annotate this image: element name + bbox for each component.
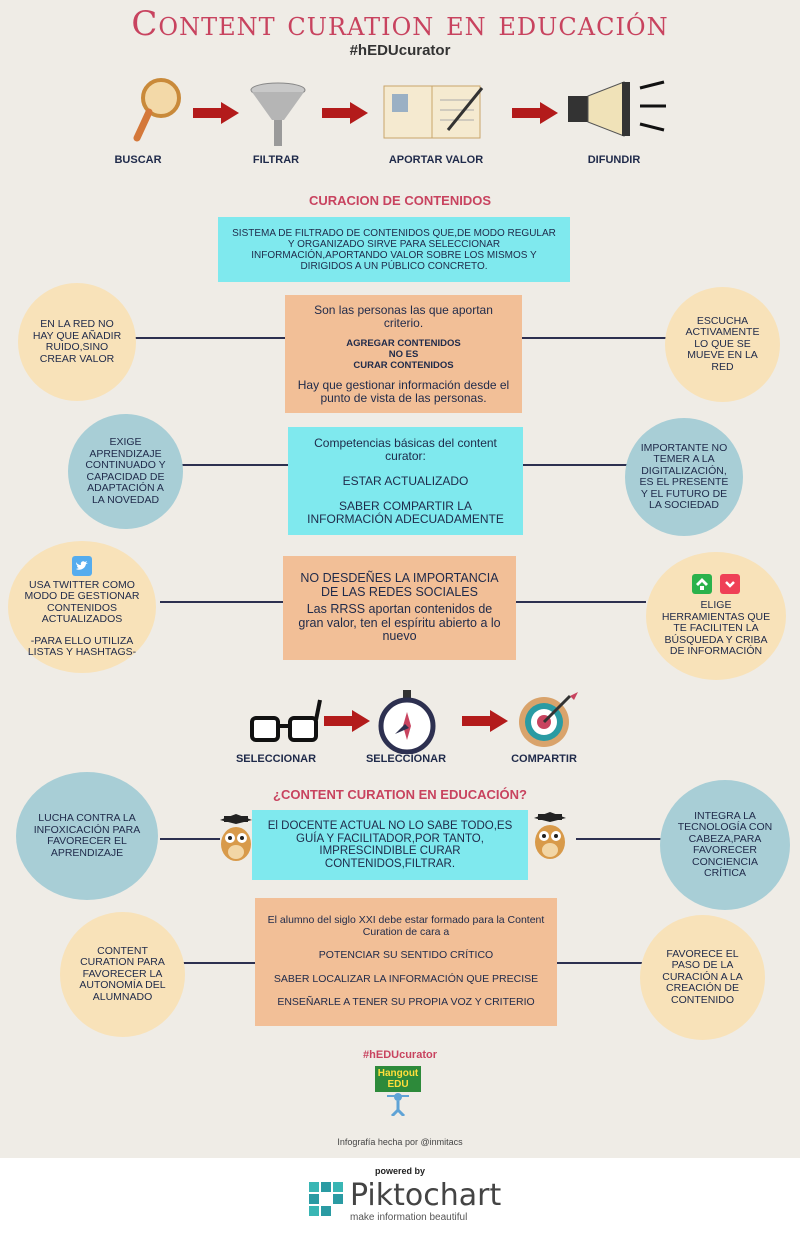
redes-heading: NO DESDEÑES LA IMPORTANCIA DE LAS REDES … <box>300 571 499 599</box>
circle-tecno-text: INTEGRA LA TECNOLOGÍA CON CABEZA,PARA FA… <box>677 809 773 879</box>
circle-infox-text: LUCHA CONTRA LA INFOXICACIÓN PARA FAVORE… <box>33 812 141 859</box>
alumno-item1: POTENCIAR SU SENTIDO CRÍTICO <box>318 949 494 962</box>
alumno-box: El alumno del siglo XXI debe estar forma… <box>255 898 557 1026</box>
piktochart-logo-icon <box>309 1182 343 1216</box>
step2-seleccionar: SELECCIONAR <box>235 753 317 765</box>
alumno-item3: ENSEÑARLE A TENER SU PROPIA VOZ Y CRITER… <box>277 996 535 1009</box>
step2-compartir: COMPARTIR <box>511 753 577 765</box>
personas-bold: AGREGAR CONTENIDOS NO ES CURAR CONTENIDO… <box>346 337 461 371</box>
megaphone-icon <box>568 80 666 137</box>
personas-line1: Son las personas las que aportan criteri… <box>314 302 493 330</box>
connector-line <box>180 464 295 466</box>
circle-twitter-text2: -PARA ELLO UTILIZA LISTAS Y HASHTAGS- <box>27 634 137 658</box>
circle-paso: FAVORECE EL PASO DE LA CURACIÓN A LA CRE… <box>640 915 765 1040</box>
hangout-edu-logo-text: Hangout EDU <box>375 1066 421 1092</box>
glasses-icon <box>250 699 322 742</box>
connector-line <box>516 601 646 603</box>
step-aportar-valor: APORTAR VALOR <box>388 154 484 166</box>
figure-icon <box>387 1093 409 1118</box>
arrow-right-icon <box>512 102 558 124</box>
circle-twitter-text: USA TWITTER COMO MODO DE GESTIONAR CONTE… <box>24 578 140 625</box>
piktochart-slogan: make information beautiful <box>350 1212 468 1223</box>
competencias-box: Competencias básicas del content curator… <box>288 427 523 535</box>
step-buscar: BUSCAR <box>114 154 162 166</box>
compass-icon <box>378 690 436 754</box>
arrow-right-icon <box>322 102 368 124</box>
circle-herramientas-text: ELIGE HERRAMIENTAS QUE TE FACILITEN LA B… <box>661 599 771 658</box>
redes-box: NO DESDEÑES LA IMPORTANCIA DE LAS REDES … <box>283 556 516 660</box>
page-title: Content curation en educación <box>131 4 669 44</box>
arrow-right-icon <box>462 710 508 732</box>
section-title-educacion: ¿CONTENT CURATION EN EDUCACIÓN? <box>273 787 527 802</box>
alumno-item2: SABER LOCALIZAR LA INFORMACIÓN QUE PRECI… <box>273 972 539 985</box>
connector-line <box>160 838 220 840</box>
circle-autonomia: CONTENT CURATION PARA FAVORECER LA AUTON… <box>60 912 185 1037</box>
personas-line2: Hay que gestionar información desde el p… <box>297 377 510 405</box>
circle-temer: IMPORTANTE NO TEMER A LA DIGITALIZACIÓN,… <box>625 418 743 536</box>
connector-line <box>135 337 290 339</box>
arrow-right-icon <box>193 102 239 124</box>
circle-tecno: INTEGRA LA TECNOLOGÍA CON CABEZA,PARA FA… <box>660 780 790 910</box>
circle-aprendizaje-text: EXIGE APRENDIZAJE CONTINUADO Y CAPACIDAD… <box>85 436 166 506</box>
circle-paso-text: FAVORECE EL PASO DE LA CURACIÓN A LA CRE… <box>662 947 743 1006</box>
alumno-heading: El alumno del siglo XXI debe estar forma… <box>267 914 545 938</box>
competencias-heading: Competencias básicas del content curator… <box>314 435 497 463</box>
circle-red-text: EN LA RED NO HAY QUE AÑADIR RUIDO,SINO C… <box>32 318 122 365</box>
docente-box: El DOCENTE ACTUAL NO LO SABE TODO,ES GUÍ… <box>252 810 528 880</box>
connector-line <box>520 337 670 339</box>
twitter-icon <box>72 555 92 576</box>
step-filtrar: FILTRAR <box>252 154 300 166</box>
circle-temer-text: IMPORTANTE NO TEMER A LA DIGITALIZACIÓN,… <box>639 441 729 511</box>
pocket-icon <box>720 574 740 595</box>
competencias-item1: ESTAR ACTUALIZADO <box>342 473 469 488</box>
circle-herramientas: ELIGE HERRAMIENTAS QUE TE FACILITEN LA B… <box>646 552 786 680</box>
circle-twitter: USA TWITTER COMO MODO DE GESTIONAR CONTE… <box>8 541 156 673</box>
circle-aprendizaje: EXIGE APRENDIZAJE CONTINUADO Y CAPACIDAD… <box>68 414 183 529</box>
hashtag: #hEDUcurator <box>349 42 451 59</box>
connector-line <box>576 838 662 840</box>
circle-escucha: ESCUCHA ACTIVAMENTE LO QUE SE MUEVE EN L… <box>665 287 780 402</box>
redes-body: Las RRSS aportan contenidos de gran valo… <box>298 602 501 644</box>
circle-red: EN LA RED NO HAY QUE AÑADIR RUIDO,SINO C… <box>18 283 136 401</box>
footer: powered by Piktochart make information b… <box>0 1158 800 1236</box>
step2-seleccionar-2: SELECCIONAR <box>365 753 447 765</box>
funnel-icon <box>250 82 306 146</box>
circle-infox: LUCHA CONTRA LA INFOXICACIÓN PARA FAVORE… <box>16 772 158 900</box>
section-title-curacion: CURACION DE CONTENIDOS <box>308 193 491 208</box>
competencias-item2: SABER COMPARTIR LA INFORMACIÓN ADECUADAM… <box>307 498 504 526</box>
connector-line <box>160 601 285 603</box>
hashtag-bottom: #hEDUcurator <box>363 1049 437 1061</box>
owl-icon <box>534 812 566 859</box>
magnifier-icon <box>133 78 181 142</box>
owl-icon <box>220 814 252 861</box>
target-icon <box>519 692 578 747</box>
powered-by: powered by <box>374 1166 425 1176</box>
piktochart-brand[interactable]: Piktochart <box>350 1178 502 1213</box>
connector-line <box>520 464 630 466</box>
arrow-right-icon <box>324 710 370 732</box>
hangout-edu-logo: Hangout EDU <box>375 1066 421 1126</box>
circle-escucha-text: ESCUCHA ACTIVAMENTE LO QUE SE MUEVE EN L… <box>685 314 760 373</box>
connector-line <box>554 962 644 964</box>
step-difundir: DIFUNDIR <box>587 154 641 166</box>
credit: Infografía hecha por @inmitacs <box>337 1137 463 1147</box>
connector-line <box>180 962 258 964</box>
feedly-icon <box>692 574 712 595</box>
circle-autonomia-text: CONTENT CURATION PARA FAVORECER LA AUTON… <box>79 944 166 1003</box>
definition-text: SISTEMA DE FILTRADO DE CONTENIDOS QUE,DE… <box>232 227 556 272</box>
personas-box: Son las personas las que aportan criteri… <box>285 295 522 413</box>
docente-text: El DOCENTE ACTUAL NO LO SABE TODO,ES GUÍ… <box>267 820 513 870</box>
notebook-icon <box>383 85 484 139</box>
definition-box: SISTEMA DE FILTRADO DE CONTENIDOS QUE,DE… <box>218 217 570 282</box>
